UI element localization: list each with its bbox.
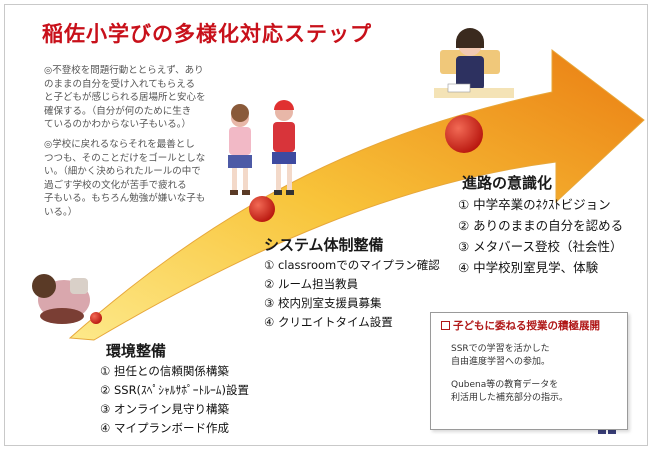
step-dot-2 — [249, 196, 275, 222]
stage-1-item: ③ オンライン見守り構築 — [100, 402, 229, 416]
stage-3-item: ④ 中学校別室見学、体験 — [458, 260, 599, 275]
box-icon — [441, 321, 450, 330]
stage-3-item: ① 中学卒業のﾈｸｽﾄビジョン — [458, 197, 611, 212]
stage-3-item: ② ありのままの自分を認める — [458, 218, 624, 233]
stage-3-item: ③ メタバース登校（社会性） — [458, 239, 623, 254]
stage-2-item: ④ クリエイトタイム設置 — [264, 315, 393, 329]
stage-2-item: ② ルーム担当教員 — [264, 277, 359, 291]
stage-2-heading: システム体制整備 — [264, 236, 384, 254]
note-1: ◎不登校を問題行動ととらえず、あり のままの自分を受け入れてもらえる と子どもが… — [44, 65, 206, 130]
info-box-title: 子どもに委ねる授業の積極展開 — [441, 318, 600, 333]
arrow-body — [68, 48, 645, 341]
note-2: ◎学校に戻れるならそれを最善とし つつも、そのことだけをゴールとしな い。（細か… — [44, 139, 206, 218]
stage-3-heading: 進路の意識化 — [462, 174, 553, 192]
info-box-title-text: 子どもに委ねる授業の積極展開 — [453, 320, 600, 332]
stage-1-heading: 環境整備 — [106, 342, 167, 360]
stage-1-list: ① 担任との信頼関係構築 ② SSR(ｽﾍﾟｼｬﾙｻﾎﾟｰﾄﾙｰﾑ)設置 ③ オ… — [100, 362, 249, 438]
walking-children-illustration — [228, 100, 296, 195]
crouching-child-illustration — [32, 274, 90, 324]
studying-student-illustration — [434, 28, 514, 98]
page-title: 稲佐小学びの多様化対応ステップ — [42, 22, 372, 46]
step-dot-3 — [445, 115, 483, 153]
step-dot-1 — [90, 312, 102, 324]
info-box-line-1: SSRでの学習を活かした 自由進度学習への参加。 — [451, 344, 551, 367]
outer-frame — [4, 4, 648, 446]
info-box-line-2: Qubena等の教育データを 利活用した補充部分の指示。 — [451, 380, 569, 403]
stage-1-item: ② SSR(ｽﾍﾟｼｬﾙｻﾎﾟｰﾄﾙｰﾑ)設置 — [100, 383, 250, 397]
stage-2-list: ① classroomでのマイプラン確認 ② ルーム担当教員 ③ 校内別室支援員… — [264, 256, 440, 332]
stage-1-item: ④ マイプランボード作成 — [100, 421, 229, 435]
stage-3-list: ① 中学卒業のﾈｸｽﾄビジョン ② ありのままの自分を認める ③ メタバース登校… — [458, 194, 623, 278]
stage-2-item: ③ 校内別室支援員募集 — [264, 296, 382, 310]
info-box: 子どもに委ねる授業の積極展開 SSRでの学習を活かした 自由進度学習への参加。 … — [430, 312, 628, 430]
stage-2-item: ① classroomでのマイプラン確認 — [264, 258, 440, 272]
stage-1-item: ① 担任との信頼関係構築 — [100, 364, 229, 378]
